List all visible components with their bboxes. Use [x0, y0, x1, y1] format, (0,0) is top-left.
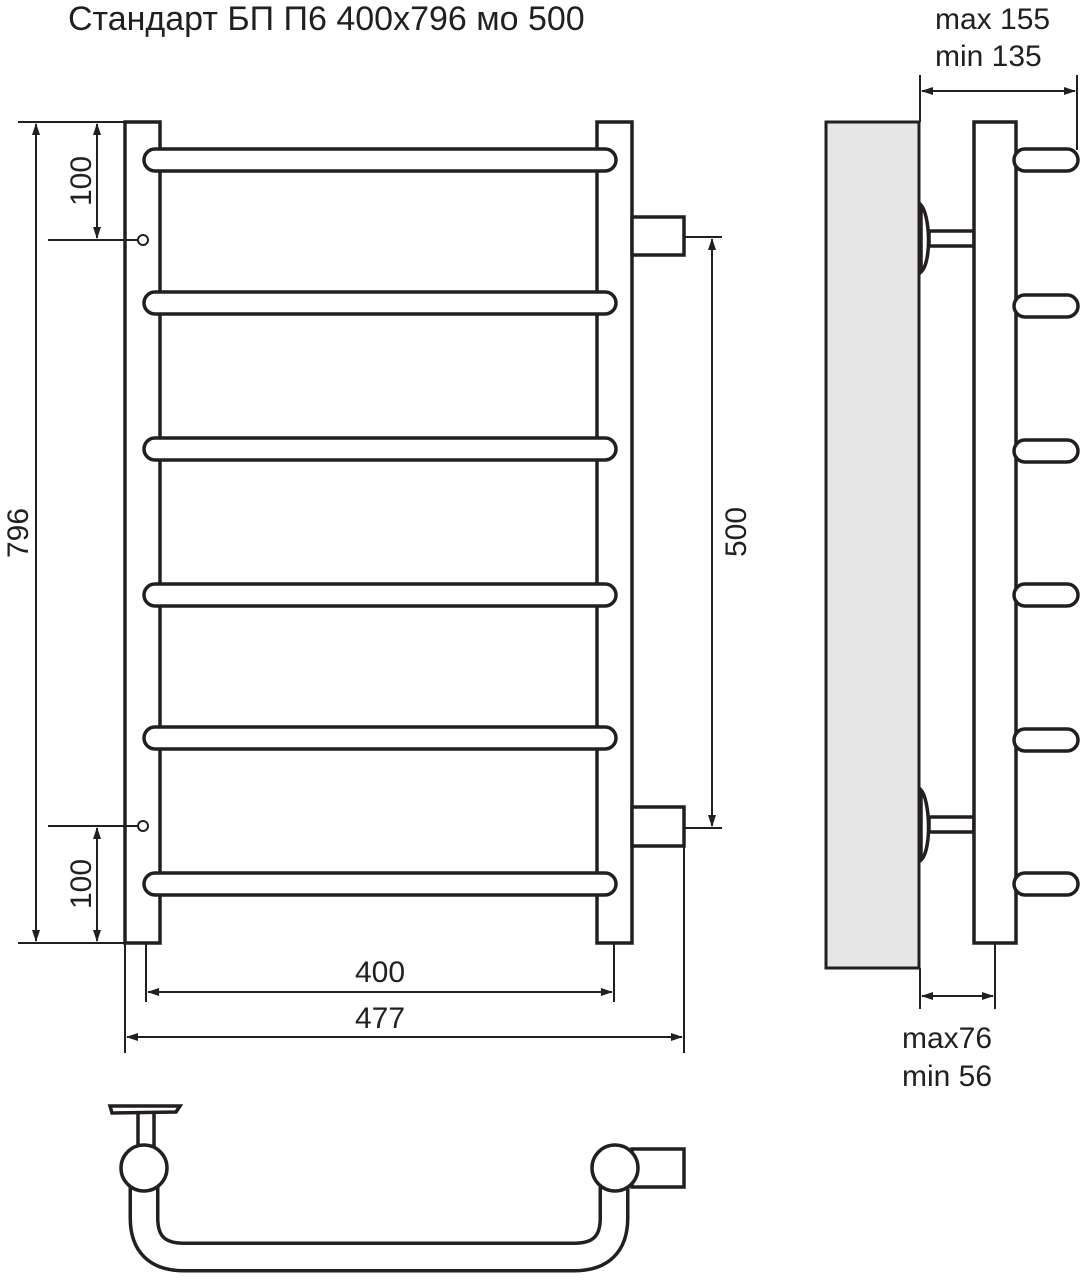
- depth-max-label: max 155: [935, 3, 1050, 36]
- side-post: [972, 120, 1018, 945]
- wall-bracket-top: [919, 200, 976, 276]
- wall: [824, 120, 921, 970]
- rung: [142, 871, 618, 897]
- top-bracket-stem: [136, 1109, 156, 1151]
- side-rung: [1012, 727, 1080, 753]
- top-right-post: [590, 1143, 640, 1193]
- top-inlet-pipe: [630, 215, 686, 257]
- top-view: [107, 1104, 686, 1273]
- right-post: [595, 120, 634, 945]
- drawing-title: Стандарт БП П6 400х796 мо 500: [68, 0, 585, 38]
- rung: [142, 436, 618, 462]
- rungs: [142, 147, 618, 897]
- axis-width-label: 400: [355, 956, 405, 989]
- side-rungs: [1012, 147, 1080, 897]
- side-rung: [1012, 582, 1080, 608]
- front-dimensions: 796 100 100 500 400 477: [2, 121, 753, 1053]
- left-post: [123, 120, 162, 945]
- rung: [142, 147, 618, 173]
- top-left-post: [119, 1143, 169, 1193]
- top-inlet-pipe-plan: [630, 1147, 686, 1189]
- wall-bracket-bottom: [919, 785, 976, 864]
- u-rung-fill: [132, 1168, 626, 1269]
- u-rung-outline: [128, 1168, 630, 1273]
- top-bracket-plate: [107, 1104, 184, 1115]
- bottom-inlet-pipe: [630, 805, 686, 848]
- wall-gap-min-label: min 56: [902, 1060, 992, 1093]
- side-view: [824, 120, 1080, 970]
- center-distance-label: 500: [720, 507, 753, 557]
- depth-min-label: min 135: [935, 40, 1042, 73]
- front-view: [123, 120, 686, 945]
- rung: [142, 582, 618, 608]
- side-rung: [1012, 871, 1080, 897]
- bottom-offset-label: 100: [65, 859, 98, 909]
- top-offset-label: 100: [65, 156, 98, 206]
- rung: [142, 290, 618, 316]
- total-width-label: 477: [355, 1002, 405, 1035]
- wall-gap-max-label: max76: [902, 1022, 992, 1055]
- side-rung: [1012, 438, 1080, 464]
- side-rung: [1012, 293, 1080, 319]
- height-total-label: 796: [2, 508, 35, 558]
- rung: [142, 725, 618, 751]
- side-dimensions: max 155 min 135 max76 min 56: [902, 3, 1078, 1093]
- side-rung: [1012, 147, 1080, 173]
